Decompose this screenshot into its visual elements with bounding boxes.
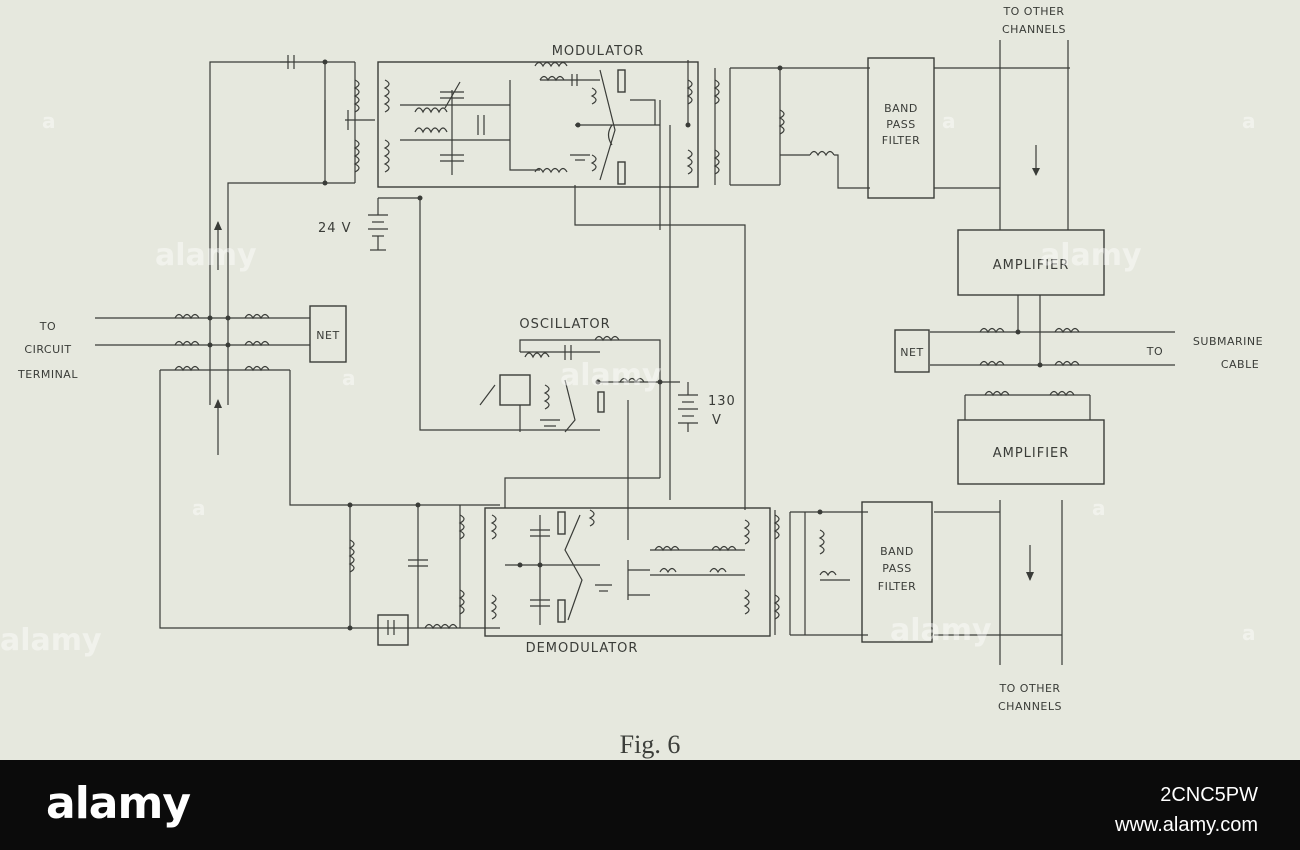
label-130: 130 [708,394,736,409]
watermark-letter: a [42,109,56,133]
label-band-top-2: PASS [886,118,915,131]
output-transformer-bottom [773,509,868,636]
watermark-text: alamy [155,238,257,273]
label-band-top-1: BAND [884,102,918,115]
oscillator-circuit [479,335,680,540]
label-band-bottom-1: BAND [880,545,914,558]
channel-bus [934,40,1069,665]
watermark-letter: a [1092,496,1106,520]
net-right [894,329,930,373]
site-url: www.alamy.com [1115,814,1258,836]
label-terminal: TERMINAL [17,368,78,381]
footer-info: 2CNC5PW www.alamy.com [1115,780,1258,840]
image-id: 2CNC5PW [1160,784,1258,806]
label-band-top-3: FILTER [882,134,921,147]
label-amplifier-upper: AMPLIFIER [993,258,1070,273]
watermark-text: alamy [0,623,102,658]
hybrid-coil-right [930,295,1175,420]
label-band-bottom-2: PASS [882,562,911,575]
label-demodulator: DEMODULATOR [526,641,639,656]
figure-caption: Fig. 6 [619,730,681,759]
watermark-letter: a [942,109,956,133]
output-network-bottom-left [347,502,465,646]
label-band-bottom-3: FILTER [878,580,917,593]
alamy-logo: alamy [46,778,191,829]
amplifier-lower [957,419,1105,485]
input-transformer-top [209,55,375,405]
label-to-other-channels-top-2: CHANNELS [1002,23,1066,36]
label-to-other-channels-top-1: TO OTHER [1002,5,1064,18]
label-to: TO [39,320,56,333]
label-to-other-channels-bottom-1: TO OTHER [998,682,1060,695]
label-cable: CABLE [1221,358,1259,371]
watermark-text: alamy [890,613,992,648]
hybrid-coil-left [95,313,500,629]
label-oscillator: OSCILLATOR [519,317,610,332]
modulator-circuit [377,60,699,500]
output-transformer-top [713,65,870,189]
label-v: V [712,413,722,428]
band-pass-filter-top [867,57,935,199]
watermark-text: alamy [1040,238,1142,273]
label-to-right: TO [1146,345,1163,358]
amplifier-upper [957,229,1105,296]
label-24v: 24 V [318,221,352,236]
watermark-letter: a [342,366,356,390]
battery-130v: 130 V [678,382,736,432]
label-net-left: NET [316,329,339,342]
watermark-letter: a [1242,621,1256,645]
schematic-svg: TO OTHER CHANNELS MODULATOR [0,5,1263,713]
stock-footer-bar: alamy 2CNC5PW www.alamy.com [0,760,1300,850]
net-left [309,305,347,363]
watermark-letter: a [1242,109,1256,133]
label-to-other-channels-bottom-2: CHANNELS [998,700,1062,713]
band-pass-filter-bottom [861,501,933,643]
battery-24v: 24 V [318,195,600,431]
label-submarine: SUBMARINE [1193,335,1263,348]
circuit-diagram: TO OTHER CHANNELS MODULATOR [0,5,1263,713]
demodulator-circuit [484,477,771,637]
label-modulator: MODULATOR [552,44,645,59]
label-net-right: NET [900,346,923,359]
watermark-letter: a [192,496,206,520]
watermark-text: alamy [560,358,662,393]
label-circuit: CIRCUIT [24,343,71,356]
label-amplifier-lower: AMPLIFIER [993,446,1070,461]
watermark-layer: alamy alamy alamy alamy alamy a a a a a … [0,109,1256,658]
